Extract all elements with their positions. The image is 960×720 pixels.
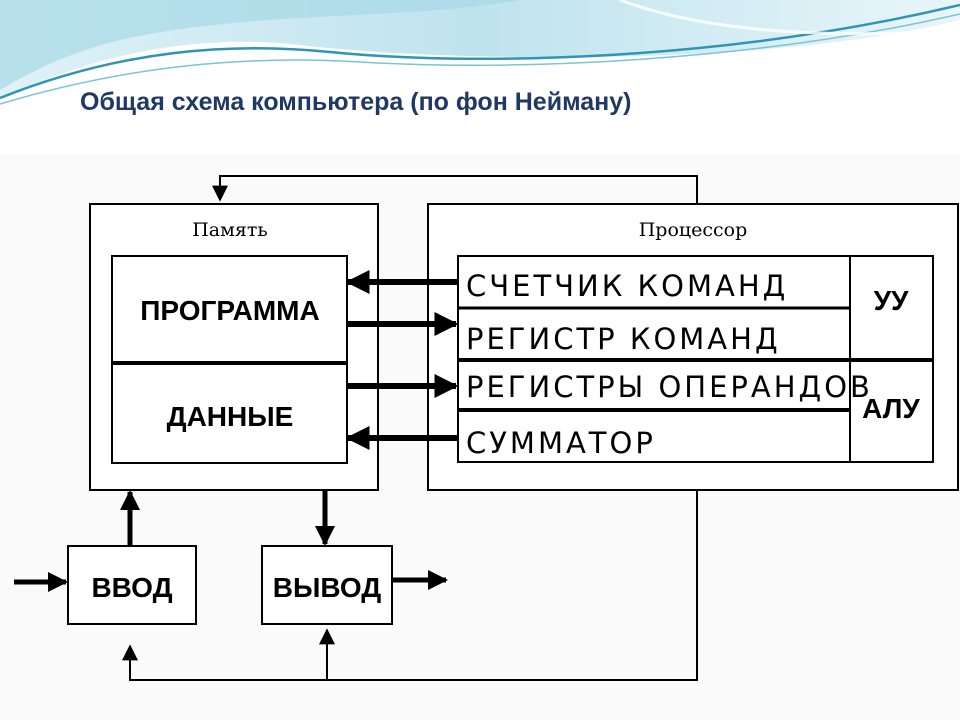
control-loop-line — [122, 490, 698, 681]
register-counter-label: СЧЕТЧИК КОМАНД — [466, 269, 788, 303]
memory-label: Память — [192, 219, 268, 241]
header-wave-decoration — [0, 0, 960, 105]
program-box — [111, 255, 348, 363]
alu-label: АЛУ — [862, 393, 920, 424]
data-label: ДАННЫЕ — [167, 401, 294, 432]
slide-title: Общая схема компьютера (по фон Нейману) — [80, 88, 632, 116]
input-label: ВВОД — [91, 572, 172, 603]
output-box — [261, 545, 393, 625]
register-operands-label: РЕГИСТРЫ ОПЕРАНДОВ — [466, 370, 873, 404]
program-label: ПРОГРАММА — [140, 295, 319, 326]
output-label: ВЫВОД — [273, 572, 382, 603]
adder-label: СУММАТОР — [466, 426, 656, 460]
control-loop-to-memory — [212, 175, 698, 204]
control-unit-label: УУ — [874, 285, 909, 316]
processor-label: Процессор — [639, 219, 748, 241]
register-command-label: РЕГИСТР КОМАНД — [466, 322, 781, 356]
